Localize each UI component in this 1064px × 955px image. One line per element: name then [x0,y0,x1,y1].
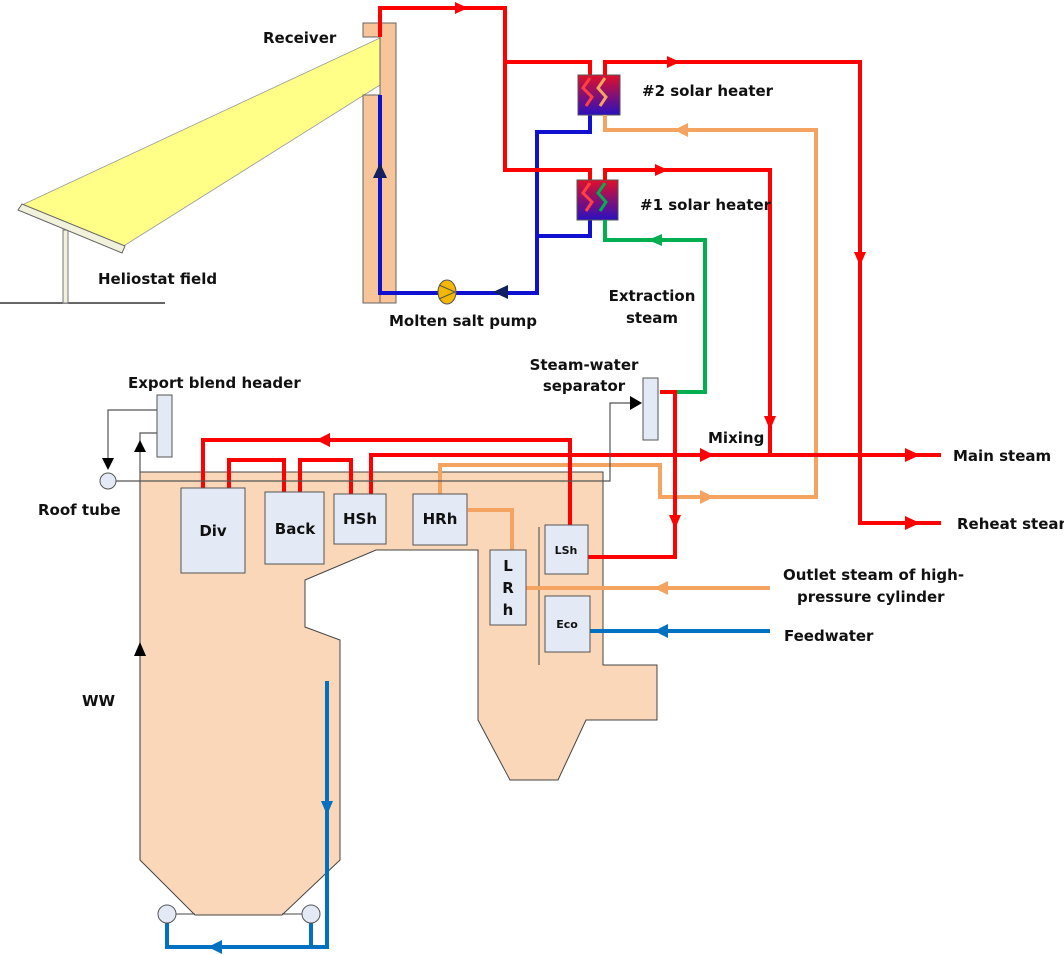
component-hsh: HSh [333,493,387,545]
component-div: Div [180,487,246,574]
label-feedwater: Feedwater [784,627,874,645]
component-hrh: HRh [412,493,468,546]
steam-water-separator [642,377,659,441]
label-heliostat-field: Heliostat field [98,270,217,288]
heliostat-field [0,37,381,304]
heater-outlet-lines [603,60,941,525]
svg-text:Back: Back [275,520,316,538]
label-receiver: Receiver [263,29,337,47]
arrow-down-icon [102,458,114,470]
label-export-blend-header: Export blend header [128,374,301,392]
arrow-right-icon [667,56,680,68]
molten-salt-pump[interactable] [437,279,457,305]
arrow-left-icon [208,940,222,954]
arrow-down-icon [669,515,681,529]
heliostat-post [62,229,69,304]
roof-tube-lines [107,402,630,860]
label-reheat-steam: Reheat steam [957,515,1064,533]
roof-tube-header [99,472,117,490]
label-extraction-steam-2: steam [626,309,678,327]
component-lsh: LSh [544,524,589,575]
label-solar-heater-2: #2 solar heater [642,82,774,100]
arrow-right-icon [700,448,714,462]
svg-text:R: R [502,579,514,597]
svg-text:HRh: HRh [423,510,458,528]
sun-beam [21,37,381,248]
label-separator-2: separator [543,377,626,395]
boiler [139,471,658,916]
label-solar-heater-1: #1 solar heater [640,196,772,214]
arrow-left-icon [648,234,662,246]
svg-text:Div: Div [199,522,227,540]
svg-text:HSh: HSh [343,510,377,528]
component-back: Back [264,491,325,565]
arrow-down-icon [321,801,333,815]
heliostat-mirror [17,203,126,254]
svg-text:L: L [503,557,513,575]
reheat-steam-lines [438,115,818,590]
arrow-up-icon [134,440,146,452]
arrow-right-icon [905,516,920,530]
receiver-tower [362,22,397,304]
arrow-left-icon [493,285,508,299]
arrow-left-icon [674,123,688,137]
label-ww: WW [82,692,116,710]
label-outlet-steam: Outlet steam of high- [783,566,964,584]
label-outlet-steam-2: pressure cylinder [797,588,945,606]
hot-salt-line [378,6,592,180]
arrow-up-icon [373,163,387,178]
extraction-steam-line [603,220,707,394]
svg-text:h: h [503,601,514,619]
label-extraction-steam: Extraction [609,287,696,305]
arrow-left-icon [654,581,668,595]
lower-header-right [301,904,321,924]
label-mixing: Mixing [708,429,764,447]
lower-header-left [157,904,177,924]
arrow-left-icon [654,624,668,638]
label-separator: Steam-water [530,356,639,374]
molten-salt-loop [378,95,592,295]
arrow-up-icon [134,642,146,656]
svg-text:LSh: LSh [555,544,578,557]
svg-text:Eco: Eco [556,618,578,631]
label-molten-salt-pump: Molten salt pump [389,312,537,330]
solar-heater-1 [576,179,619,221]
export-blend-header [156,394,173,458]
component-eco: Eco [544,595,591,653]
arrow-right-icon [700,490,714,504]
arrow-down-icon [764,416,776,430]
solar-heater-2 [577,74,621,116]
label-main-steam: Main steam [953,447,1051,465]
arrow-down-icon [854,252,866,266]
arrow-right-icon [655,164,668,176]
component-lrh: L R h [489,549,527,626]
arrow-right-icon [905,448,920,462]
arrow-right-icon [455,2,468,14]
label-roof-tube: Roof tube [38,501,121,519]
arrow-right-icon [630,396,642,410]
arrow-left-icon [316,433,330,447]
